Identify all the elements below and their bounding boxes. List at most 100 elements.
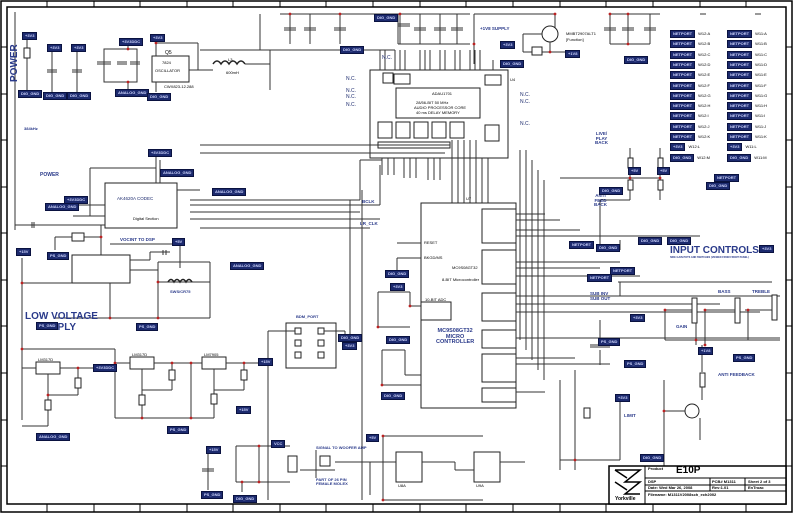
net-p18v-1: +1V8 — [565, 50, 581, 58]
net-p15v-3: +15V — [236, 406, 252, 414]
net-ps-gnd-3: PS_GND — [136, 323, 159, 331]
net-ps-gnd-7: PS_GND — [624, 360, 647, 368]
mcu-name: MC9S08GT32 MICRO CONTROLLER — [436, 328, 474, 346]
regulators — [22, 348, 260, 427]
switch-net-label: NETPORT — [727, 50, 753, 59]
net-analog-gnd-1: ANALOG_GND — [115, 89, 150, 97]
dsp-desc-2: AUDIO PROCESSOR CORE — [414, 105, 467, 110]
input-controls-subtitle: SIDE GAIN POTS AND SWITCHES (VIEWED FROM… — [670, 256, 749, 259]
net-p3v3-9: +3V3 — [630, 314, 646, 322]
switch-pin-label: W11:K — [755, 134, 767, 139]
nc-label-5: N.C. — [346, 102, 356, 108]
nc-label-8: N.C. — [520, 121, 530, 127]
net-p3v3-10: +3V3 — [615, 394, 631, 402]
net-ps-gnd-8: PS_GND — [733, 354, 756, 362]
oscillator-model: CWX823-12.288 — [164, 84, 194, 89]
switch-net-label: DIG_GND — [670, 153, 695, 162]
switch-pin-label: W12:I — [698, 113, 709, 119]
mcu-ref: U7 — [466, 196, 472, 201]
oscillator-part: 7824 — [162, 60, 171, 65]
net-analog-gnd-2: ANALOG_GND — [160, 169, 195, 177]
net-p3v3-6: +3V3 — [342, 342, 358, 350]
transistor-note: [Function] — [566, 37, 584, 42]
mcu-reset-pin: RESET — [424, 240, 438, 245]
bass-title: BASS — [718, 289, 731, 294]
supply-18v-title: +1V8 SUPPLY — [480, 26, 510, 31]
switch-net-label: +3V3 — [727, 143, 743, 152]
net-dig-gnd-14: DIG_GND — [599, 187, 624, 195]
switch-net-label: NETPORT — [727, 40, 753, 49]
switch-pin-label: W12:E — [698, 72, 711, 78]
switch-net-label: NETPORT — [727, 91, 753, 100]
dsp-ref: U4 — [510, 77, 516, 82]
sub-inv-title: SUB INV SUB OUT — [590, 291, 610, 301]
switch-pin-label: W12:L — [688, 144, 701, 150]
switch-net-label: NETPORT — [727, 112, 753, 121]
regulator-u2: LM7905 — [204, 352, 219, 357]
nc-label-6: N.C. — [520, 92, 530, 98]
net-dig-gnd-15: DIG_GND — [638, 237, 663, 245]
live-playback-title: LIVE/ PLAY BACK — [595, 131, 608, 146]
switch-pin-label: W12:D — [698, 61, 711, 67]
net-p15v-4: +15V — [206, 446, 222, 454]
net-p15v-1: +15V — [16, 248, 32, 256]
net-p3v3d-4: +3V3DDC — [93, 364, 118, 372]
net-p18v-2: +1V8 — [698, 347, 714, 355]
net-analog-gnd-7: ANALOG_GND — [36, 433, 71, 441]
switch-net-label: NETPORT — [670, 102, 696, 111]
net-ps-gnd-5: PS_GND — [201, 491, 224, 499]
date-label: Date: Wed Mar 26, 2008 — [648, 485, 693, 490]
net-p5v-3: +5V — [628, 167, 642, 175]
bclk-label: BCLK — [362, 199, 375, 204]
filename: Filename: M1311V2008sch_ech2002 — [648, 492, 717, 497]
switch-pin-label: W11:F — [755, 82, 767, 88]
codec-sub: Digital Section — [133, 216, 159, 221]
oscillator-block — [151, 40, 270, 92]
anti-feedback-switch-title: ANTI FEED BACK — [594, 193, 607, 208]
switch-pin-label: W11:E — [755, 72, 767, 78]
switch-net-label: NETPORT — [727, 81, 753, 90]
switch-pin-label: W12:J — [698, 123, 710, 129]
net-ps-gnd-4: PS_GND — [167, 426, 190, 434]
net-dig-gnd-19: DIG_GND — [640, 454, 665, 462]
switch-net-label: NETPORT — [727, 102, 753, 111]
switch-net-label: NETPORT — [670, 40, 696, 49]
net-netport-1: NETPORT — [569, 241, 595, 249]
flipflop-u9a: U9A — [476, 483, 484, 488]
mcu-bkgd-pin: BKGD/MS — [424, 255, 443, 260]
net-p3v3-1: +3V3 — [22, 32, 38, 40]
net-netport-4: NETPORT — [587, 274, 613, 282]
switch-pin-label: W12:M — [697, 154, 710, 160]
net-dig-gnd-16: DIG_GND — [667, 237, 692, 245]
net-dig-gnd-12: DIG_GND — [386, 336, 411, 344]
switch-net-label: NETPORT — [670, 91, 696, 100]
switch-pin-label: W11:L — [745, 144, 757, 150]
regulator-u1: LM317D — [132, 352, 148, 357]
net-ps-gnd-1: PS_GND — [47, 252, 70, 260]
dsp-name: ADAU1701 — [432, 91, 453, 96]
switch-net-label: NETPORT — [670, 60, 696, 69]
net-ps-gnd-2: PS_GND — [36, 322, 59, 330]
vocint-block — [21, 243, 211, 420]
top-capacitors — [259, 13, 660, 90]
net-p3v3-2: +3V3 — [47, 44, 63, 52]
switch-net-label: NETPORT — [727, 30, 753, 38]
switch-net-label: NETPORT — [727, 71, 753, 80]
switch-pin-label: W11:D — [755, 61, 768, 67]
net-dig-gnd-1: DIG_GND — [18, 90, 43, 98]
net-dig-gnd-10: DIG_GND — [338, 334, 363, 342]
bdm-port-title: BDM_PORT — [296, 314, 319, 319]
switch-pin-label: W11:A — [755, 31, 767, 36]
drawing-border — [6, 6, 787, 505]
